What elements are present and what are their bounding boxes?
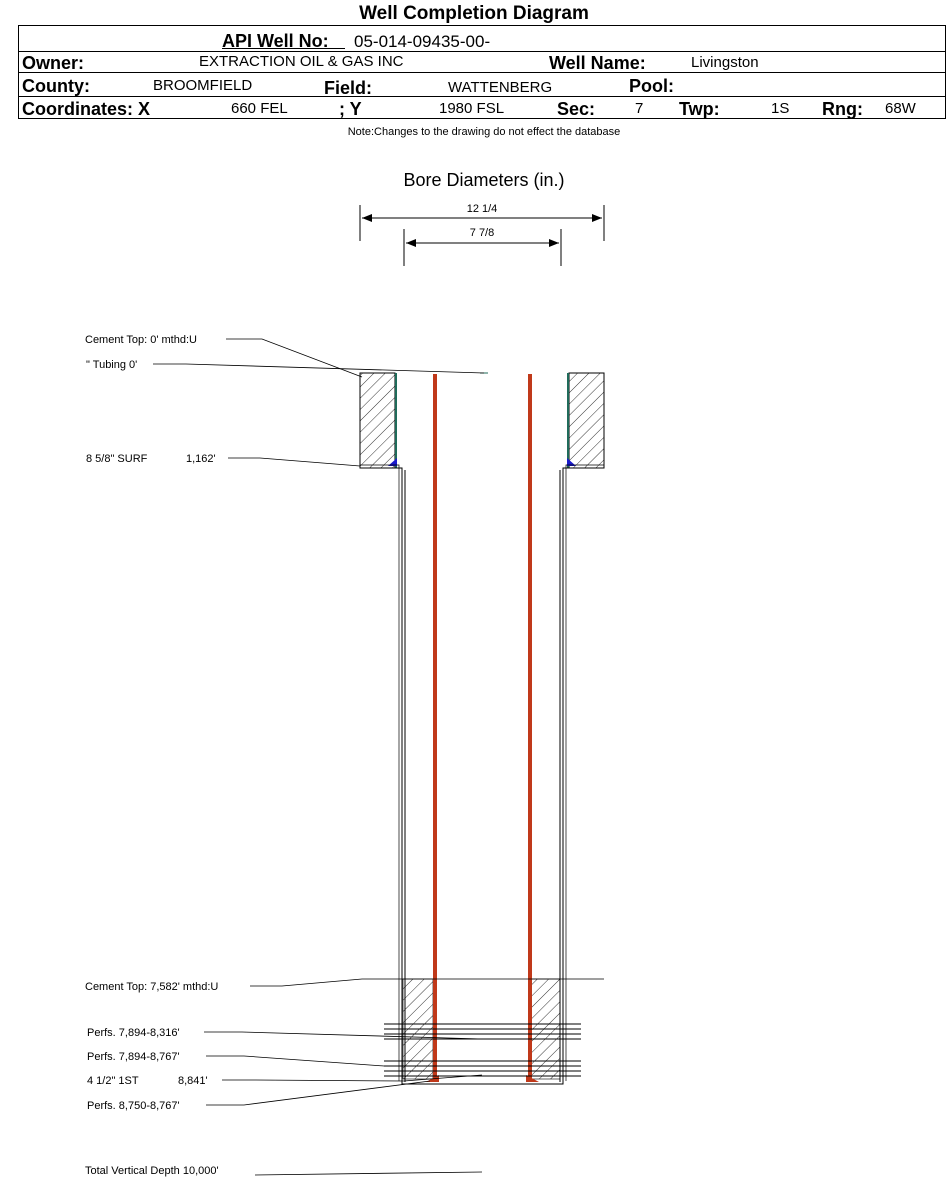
well-name-value: Livingston [691, 54, 759, 71]
tubing-right [528, 374, 532, 1080]
county-label: County: [22, 76, 90, 96]
rng-value: 68W [885, 100, 916, 117]
surface-casing-right [567, 373, 569, 468]
field-value: WATTENBERG [448, 79, 553, 96]
outer-bore-label: 12 1/4 [467, 203, 498, 215]
row-divider [19, 72, 945, 73]
county-value: BROOMFIELD [153, 77, 253, 94]
open-hole-inner-outline [360, 464, 604, 1081]
api-label: API Well No: [222, 31, 329, 51]
cement-top-production-label: Cement Top: 7,582' mthd:U [85, 981, 218, 993]
leader-lines [153, 338, 604, 1176]
perfs-label-2: Perfs. 7,894-8,767' [87, 1051, 180, 1063]
outer-bore-dimension [359, 205, 605, 241]
tubing-label: " Tubing 0' [86, 359, 137, 371]
surface-shoe-right [567, 458, 576, 466]
production-shoe-right [526, 1075, 539, 1082]
well-info-header: API Well No: 05-014-09435-00- Owner: EXT… [18, 25, 946, 119]
sec-label: Sec: [557, 99, 596, 119]
surface-casing-label: 8 5/8" SURF [86, 453, 148, 465]
diagram-title: Well Completion Diagram [359, 3, 589, 24]
twp-value: 1S [771, 100, 790, 117]
surface-cement-left [359, 372, 396, 469]
perforation-band-lower [384, 1060, 581, 1077]
open-hole-outline [360, 467, 604, 1085]
production-casing-label: 4 1/2" 1ST [87, 1075, 139, 1087]
owner-label: Owner: [22, 53, 85, 73]
total-depth-label: Total Vertical Depth 10,000' [85, 1165, 219, 1177]
row-divider [19, 96, 945, 97]
surface-casing-depth: 1,162' [186, 453, 216, 465]
surface-shoe-left [388, 458, 397, 466]
field-label: Field: [324, 78, 372, 98]
x-value: 660 FEL [231, 100, 288, 117]
owner-value: EXTRACTION OIL & GAS INC [199, 53, 404, 70]
surface-cement-right [568, 372, 605, 469]
api-value: 05-014-09435-00- [354, 32, 491, 51]
api-underline [222, 48, 345, 49]
database-note: Note:Changes to the drawing do not effec… [347, 126, 621, 138]
twp-label: Twp: [679, 99, 720, 119]
bore-diameters-title: Bore Diameters (in.) [403, 170, 564, 190]
y-value: 1980 FSL [439, 100, 505, 117]
perfs-label-1: Perfs. 7,894-8,316' [87, 1027, 180, 1039]
rng-label: Rng: [822, 99, 863, 119]
y-label: ; Y [339, 99, 362, 119]
production-casing-depth: 8,841' [178, 1075, 208, 1087]
inner-bore-label: 7 7/8 [470, 227, 494, 239]
tubing-left [433, 374, 437, 1080]
perfs-label-3: Perfs. 8,750-8,767' [87, 1100, 180, 1112]
inner-bore-dimension [403, 229, 562, 266]
well-name-label: Well Name: [549, 53, 646, 73]
surface-casing-left [395, 373, 397, 468]
sec-value: 7 [635, 100, 644, 117]
row-divider [19, 51, 945, 52]
perforation-band-upper [384, 1023, 581, 1040]
cement-top-surface-label: Cement Top: 0' mthd:U [85, 334, 197, 346]
pool-label: Pool: [629, 76, 674, 96]
coordinates-label: Coordinates: X [22, 99, 151, 119]
